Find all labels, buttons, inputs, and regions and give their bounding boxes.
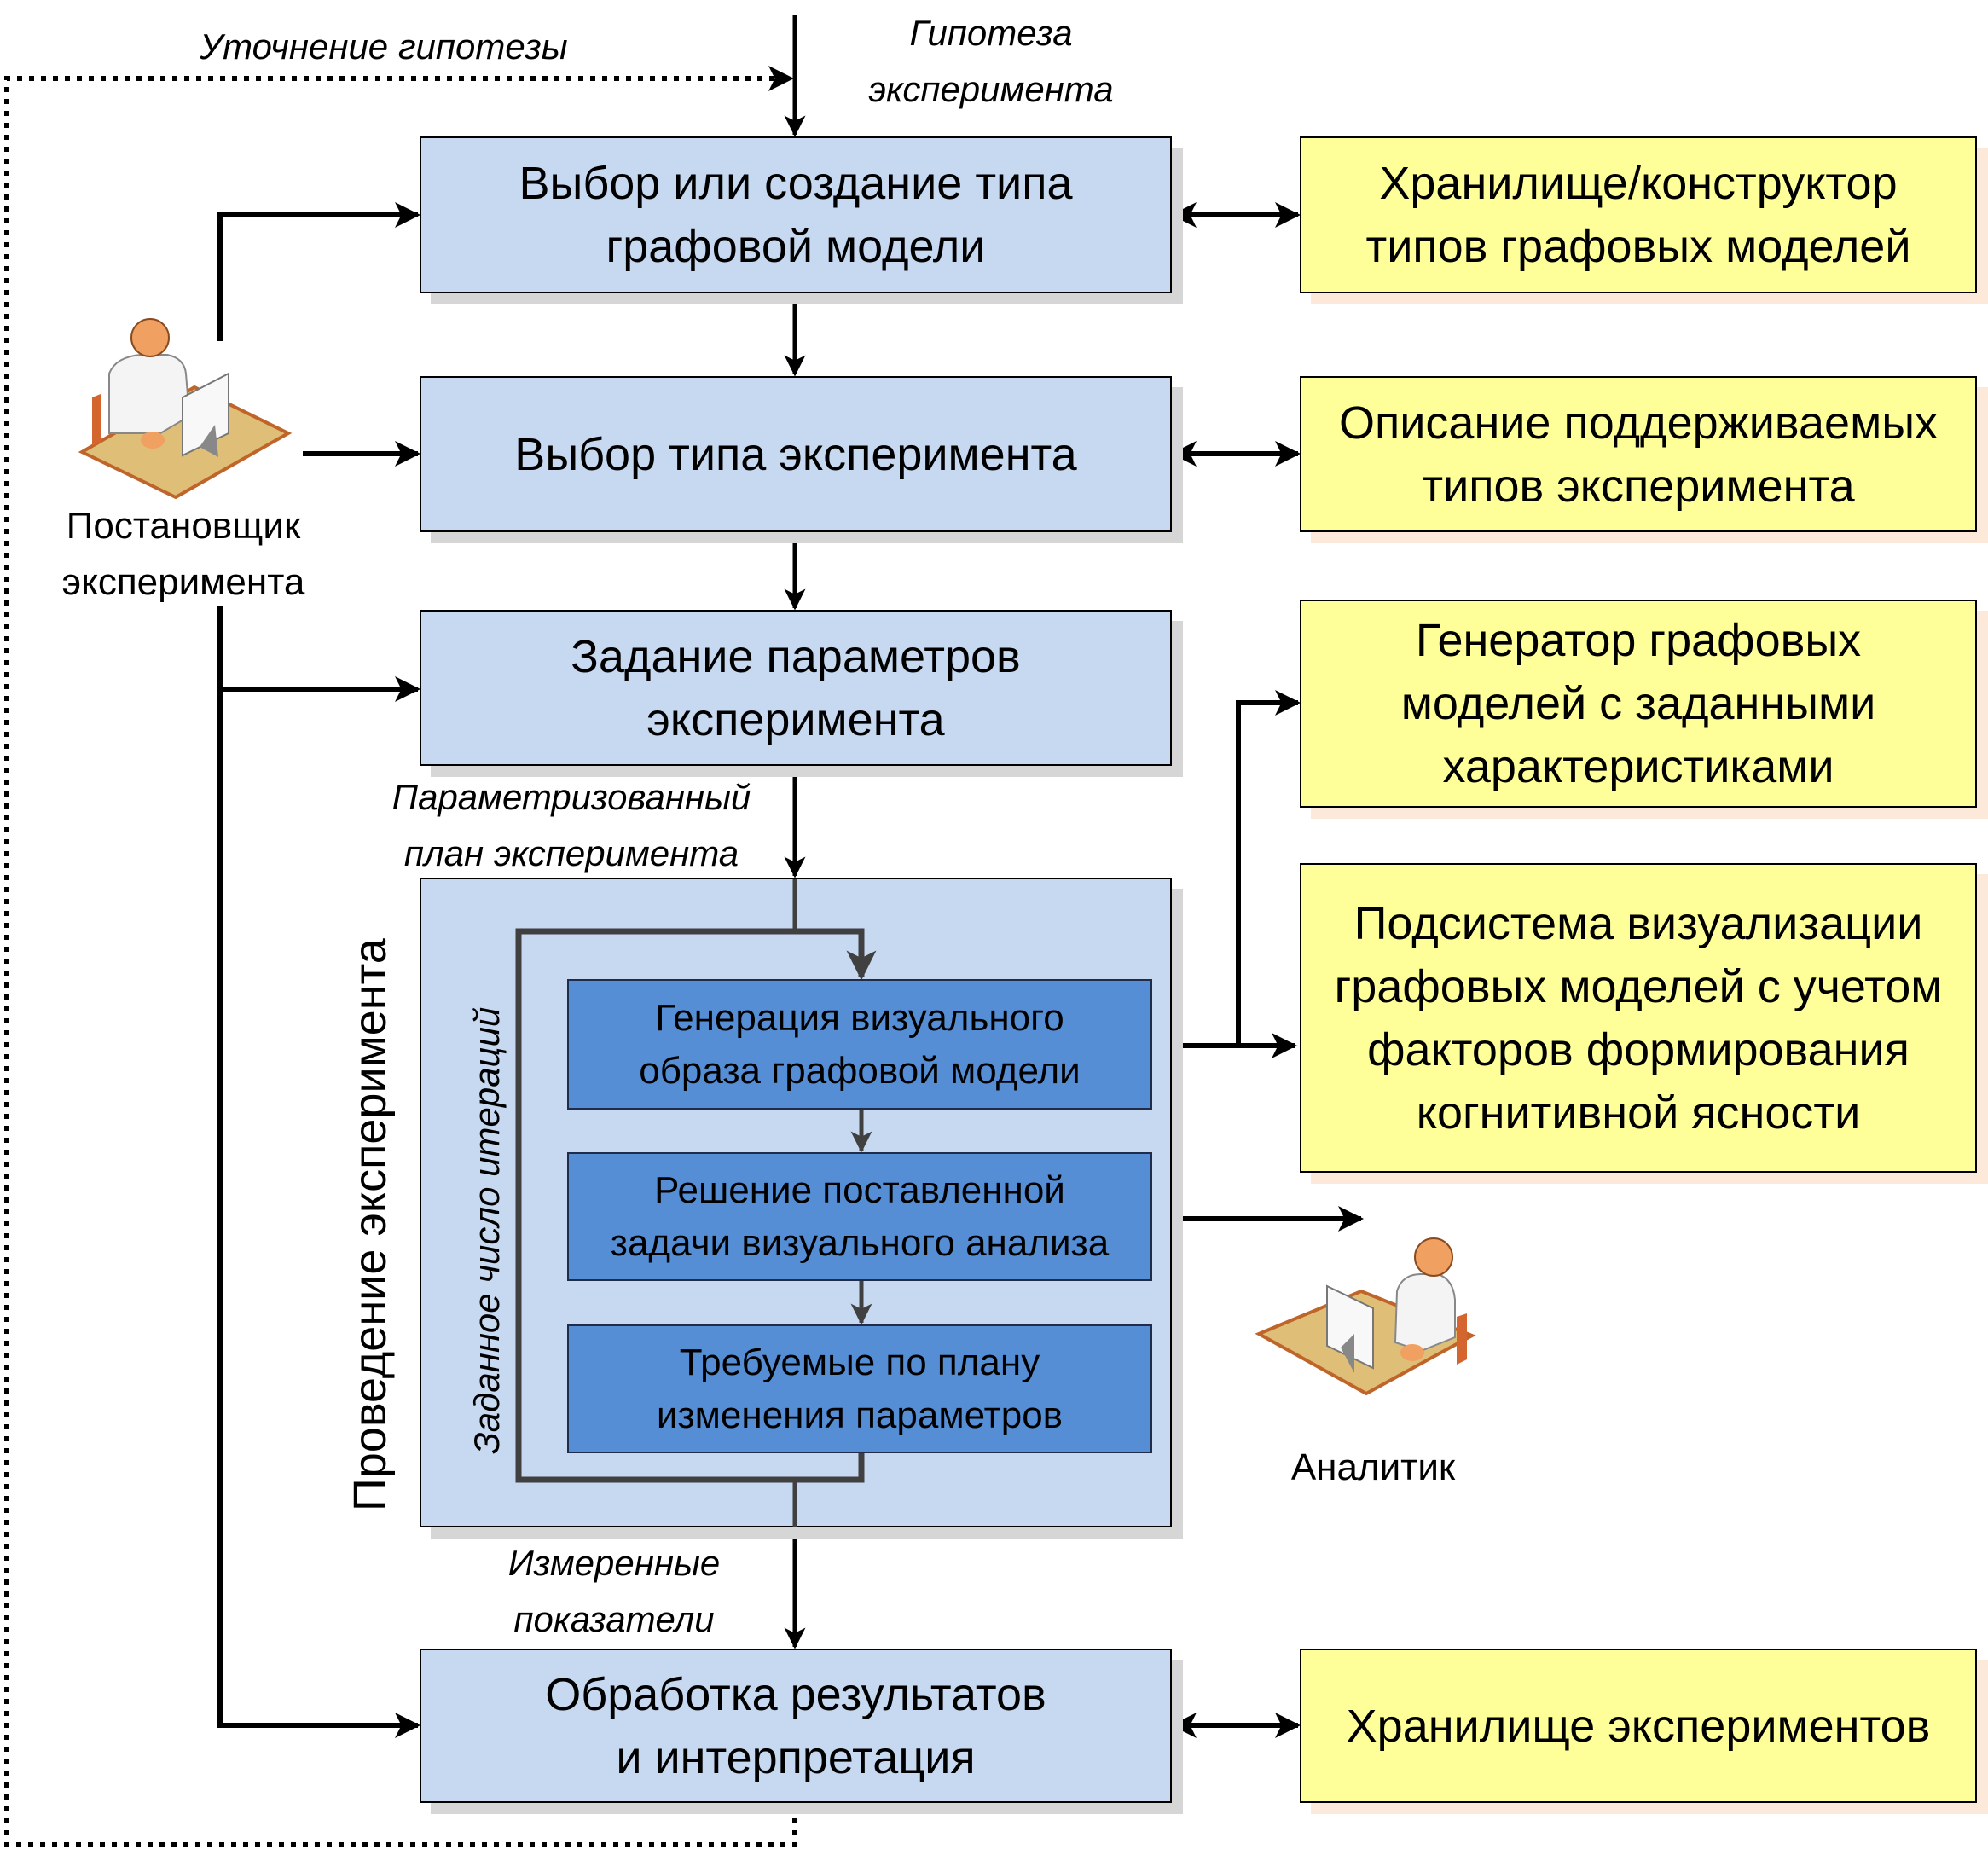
param-plan-label: Параметризованный план эксперимента (391, 777, 751, 873)
experiment-types-label: Описание поддерживаемых типов эксперимен… (1339, 397, 1938, 512)
visualization-box[interactable]: Подсистема визуализации графовых моделей… (1300, 863, 1977, 1173)
visualization-label: Подсистема визуализации графовых моделей… (1334, 897, 1943, 1139)
process-results-box[interactable]: Обработка результатов и интерпретация (420, 1649, 1172, 1803)
setter-bus-line (217, 606, 420, 1738)
generate-box[interactable]: Генерация визуального образа графовой мо… (567, 979, 1152, 1110)
iteration-loop (515, 928, 877, 1483)
model-store-label: Хранилище/конструктор типов графовых мод… (1365, 158, 1911, 272)
generate-label: Генерация визуального образа графовой мо… (639, 996, 1081, 1092)
solve-label: Решение поставленной задачи визуального … (610, 1168, 1110, 1264)
select-model-label: Выбор или создание типа графовой модели (519, 158, 1073, 272)
setter-to-model-arrow (217, 202, 420, 341)
select-experiment-label: Выбор типа эксперимента (514, 428, 1077, 480)
measured-label: Измеренные показатели (507, 1543, 721, 1639)
experiment-store-box[interactable]: Хранилище экспериментов (1300, 1649, 1977, 1803)
select-experiment-box[interactable]: Выбор типа эксперимента (420, 376, 1172, 532)
generator-box[interactable]: Генератор графовых моделей с заданными х… (1300, 600, 1977, 808)
process-results-label: Обработка результатов и интерпретация (545, 1668, 1046, 1783)
set-params-box[interactable]: Задание параметров эксперимента (420, 610, 1172, 766)
generator-label: Генератор графовых моделей с заданными х… (1400, 615, 1876, 792)
change-params-label: Требуемые по плану изменения параметров (656, 1341, 1064, 1436)
select-model-box[interactable]: Выбор или создание типа графовой модели (420, 136, 1172, 293)
setter-icon (78, 318, 293, 500)
set-params-label: Задание параметров эксперимента (571, 630, 1021, 745)
hypothesis-label: Гипотеза эксперимента (868, 13, 1114, 109)
model-store-box[interactable]: Хранилище/конструктор типов графовых мод… (1300, 136, 1977, 293)
refine-hypothesis-label: Уточнение гипотезы (200, 26, 568, 67)
experiment-types-box[interactable]: Описание поддерживаемых типов эксперимен… (1300, 376, 1977, 532)
analyst-label: Аналитик (1290, 1446, 1456, 1488)
solve-box[interactable]: Решение поставленной задачи визуального … (567, 1152, 1152, 1281)
generator-link (1236, 690, 1301, 1046)
setter-label: Постановщик эксперимента (61, 505, 305, 603)
change-params-box[interactable]: Требуемые по плану изменения параметров (567, 1324, 1152, 1453)
experiment-store-label: Хранилище экспериментов (1346, 1700, 1931, 1752)
analyst-icon (1255, 1237, 1476, 1396)
refine-hypothesis-loop (4, 66, 797, 1847)
